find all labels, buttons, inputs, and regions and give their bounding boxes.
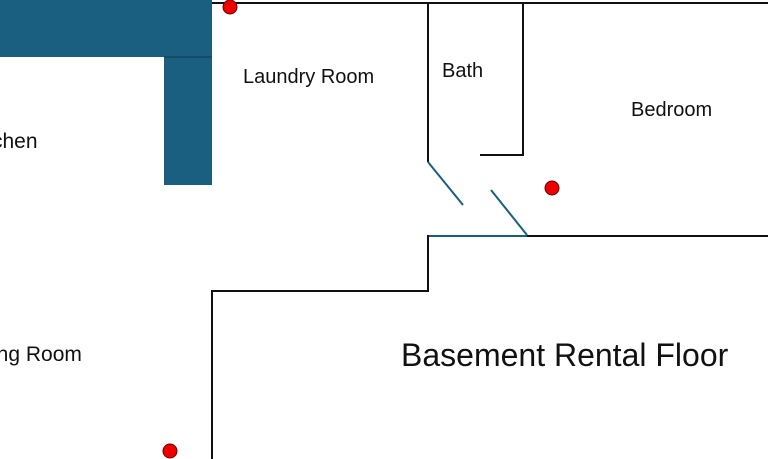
marker-dot (222, 0, 238, 15)
marker-dot (162, 443, 178, 459)
room-label-bath: Bath (442, 60, 484, 82)
bedroom-door (490, 189, 528, 236)
marker-dot (544, 180, 560, 196)
bath-door (427, 161, 464, 206)
kitchen-counter-side (164, 57, 212, 185)
room-label-living: ing Room (0, 343, 82, 366)
room-label-kitchen: chen (0, 130, 38, 153)
kitchen-counter-top (0, 0, 212, 57)
room-label-bedroom: Bedroom (631, 99, 713, 121)
plan-title: Basement Rental Floor (401, 337, 729, 373)
room-label-laundry: Laundry Room (243, 66, 375, 88)
